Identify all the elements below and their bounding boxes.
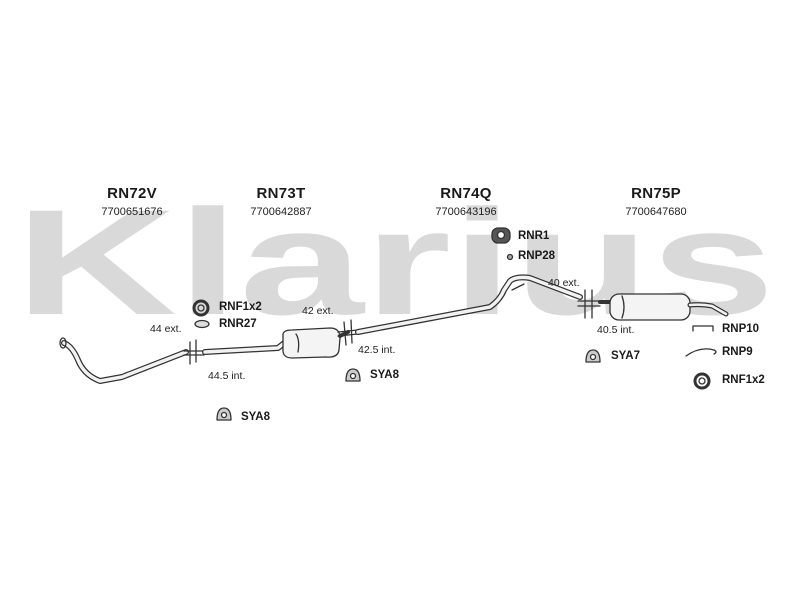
part-label-rnf1x2-b: RNF1x2 — [722, 374, 765, 386]
rubber-icon-rnr1 — [491, 227, 511, 244]
rear-pipe — [355, 274, 583, 335]
bracket-icon-rnp10 — [692, 325, 714, 332]
section-ref-rn74q: 7700643196 — [435, 206, 497, 218]
intermediate-pipe — [202, 327, 350, 359]
part-label-rnr27: RNR27 — [219, 318, 257, 330]
hanger-icon-sya7 — [585, 349, 601, 363]
measure-42-ext: 42 ext. — [302, 305, 334, 317]
section-code-rn72v: RN72V — [107, 185, 157, 202]
part-label-sya7: SYA7 — [611, 350, 640, 362]
part-label-rnf1x2-a: RNF1x2 — [219, 301, 262, 313]
gasket-icon-rnr27 — [194, 319, 210, 329]
rear-silencer — [598, 293, 729, 321]
part-label-sya8-b: SYA8 — [370, 369, 399, 381]
front-pipe — [59, 337, 189, 384]
measure-44-5-int: 44.5 int. — [208, 370, 246, 382]
part-label-rnp28: RNP28 — [518, 250, 556, 262]
hanger-icon-sya8-a — [216, 407, 232, 421]
part-label-rnp9: RNP9 — [722, 346, 753, 358]
clamp-42 — [337, 319, 359, 346]
part-label-rnr1: RNR1 — [518, 230, 550, 242]
washer-icon-rnp28 — [506, 253, 514, 261]
section-ref-rn75p: 7700647680 — [625, 206, 687, 218]
section-ref-rn72v: 7700651676 — [101, 206, 163, 218]
section-code-rn74q: RN74Q — [440, 185, 492, 202]
clamp-44 — [183, 339, 205, 365]
middle-silencer — [282, 327, 341, 359]
measure-40-5-int: 40.5 int. — [597, 324, 635, 336]
clamp-40 — [577, 289, 601, 319]
hanger-icon-sya8-b — [345, 368, 361, 382]
part-label-sya8-a: SYA8 — [241, 411, 270, 423]
part-label-rnp10: RNP10 — [722, 323, 760, 335]
measure-40-ext: 40 ext. — [548, 277, 580, 289]
ring-icon-rnf1x2-b — [693, 372, 711, 390]
section-ref-rn73t: 7700642887 — [250, 206, 312, 218]
ring-icon-rnf1x2-a — [192, 299, 210, 317]
measure-42-5-int: 42.5 int. — [358, 344, 396, 356]
spring-icon-rnp9 — [685, 348, 717, 357]
measure-44-ext: 44 ext. — [150, 323, 182, 335]
section-code-rn75p: RN75P — [631, 185, 681, 202]
watermark: Klarius — [15, 178, 775, 346]
section-code-rn73t: RN73T — [256, 185, 306, 202]
